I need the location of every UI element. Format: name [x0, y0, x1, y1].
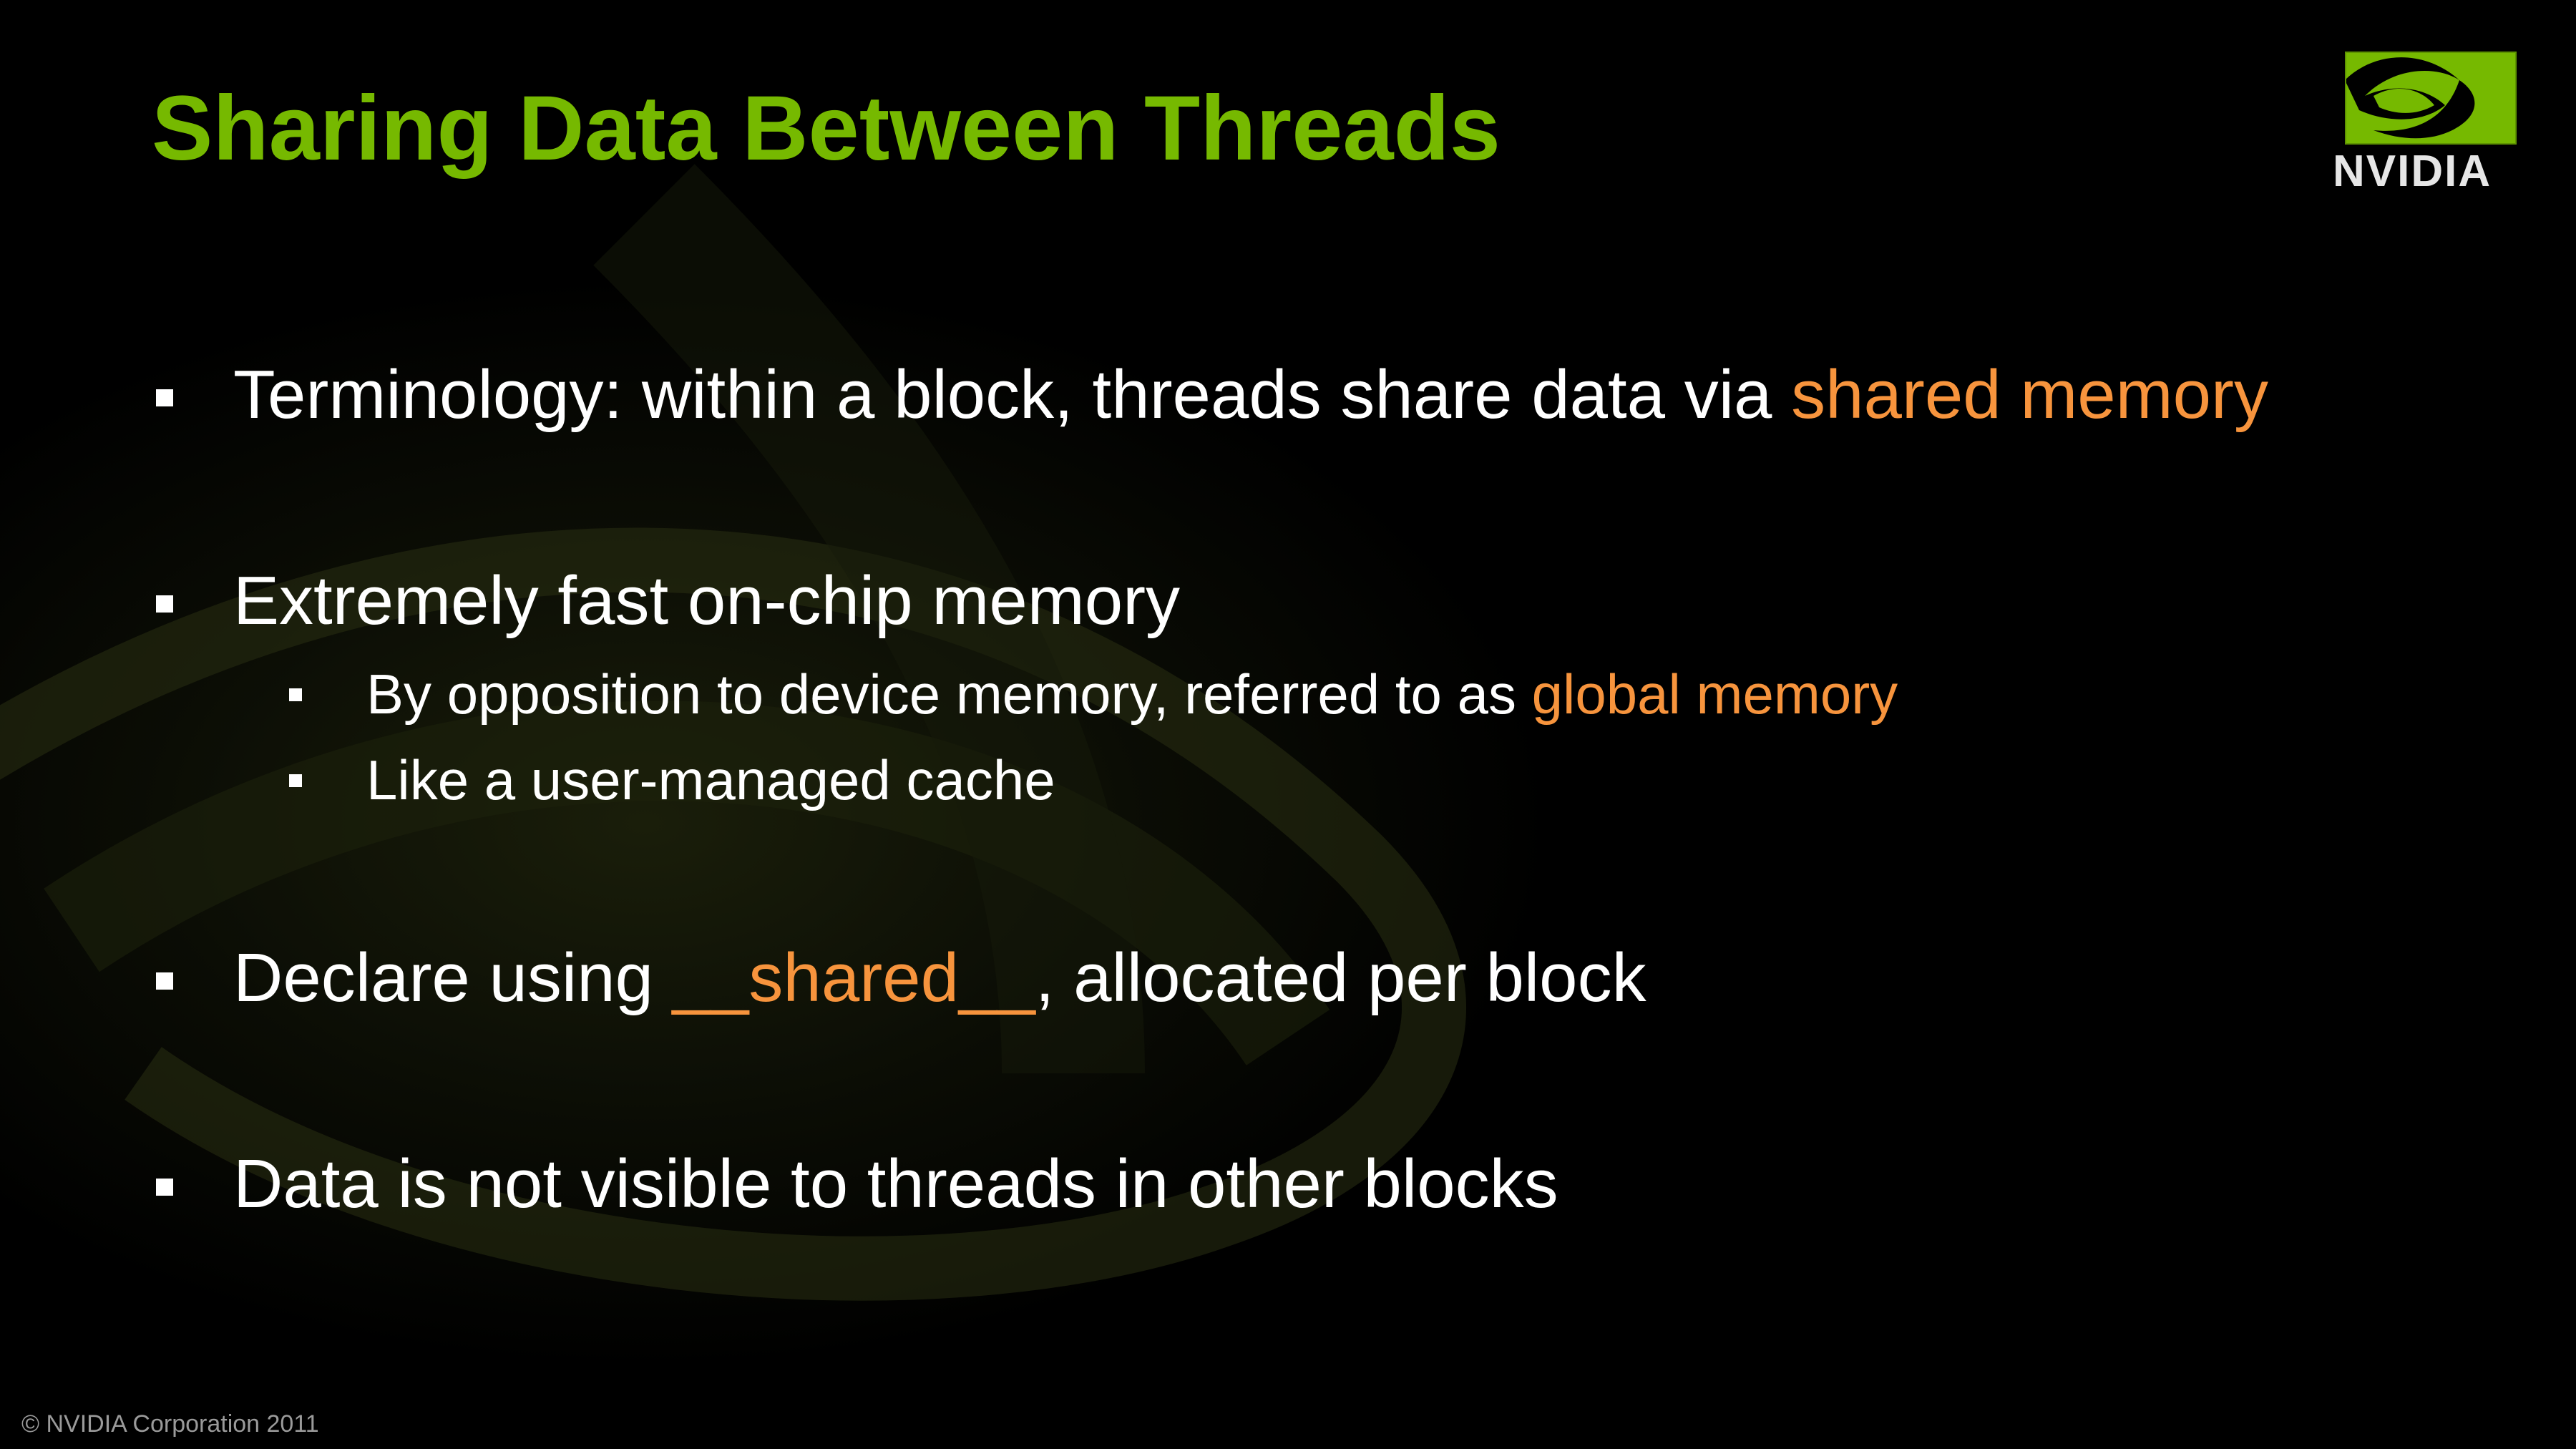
- bullet-text-after: , allocated per block: [1035, 940, 1646, 1016]
- bullet-text: Data is not visible to threads in other …: [233, 1146, 1558, 1222]
- nvidia-wordmark: NVIDIA: [2333, 147, 2492, 196]
- square-bullet-icon: [289, 774, 302, 787]
- highlight-term: __shared__: [672, 940, 1035, 1016]
- bullet-text: By opposition to device memory, referred…: [366, 663, 1532, 726]
- nvidia-logo: NVIDIA: [2333, 52, 2523, 196]
- slide-title: Sharing Data Between Threads: [152, 77, 1501, 180]
- square-bullet-icon: [289, 688, 302, 701]
- square-bullet-icon: [156, 389, 173, 406]
- bullet-text: Declare using: [233, 940, 673, 1016]
- bullet-text: Like a user-managed cache: [366, 748, 1055, 811]
- copyright-footer: © NVIDIA Corporation 2011: [21, 1410, 319, 1438]
- bullet-text: Terminology: within a block, threads sha…: [233, 356, 1792, 433]
- highlight-term: shared memory: [1791, 356, 2268, 433]
- bullet-text: Extremely fast on-chip memory: [233, 562, 1181, 639]
- nvidia-eye-icon: [2345, 52, 2517, 145]
- square-bullet-icon: [156, 1179, 173, 1196]
- highlight-term: global memory: [1531, 663, 1898, 726]
- square-bullet-icon: [156, 595, 173, 613]
- square-bullet-icon: [156, 972, 173, 990]
